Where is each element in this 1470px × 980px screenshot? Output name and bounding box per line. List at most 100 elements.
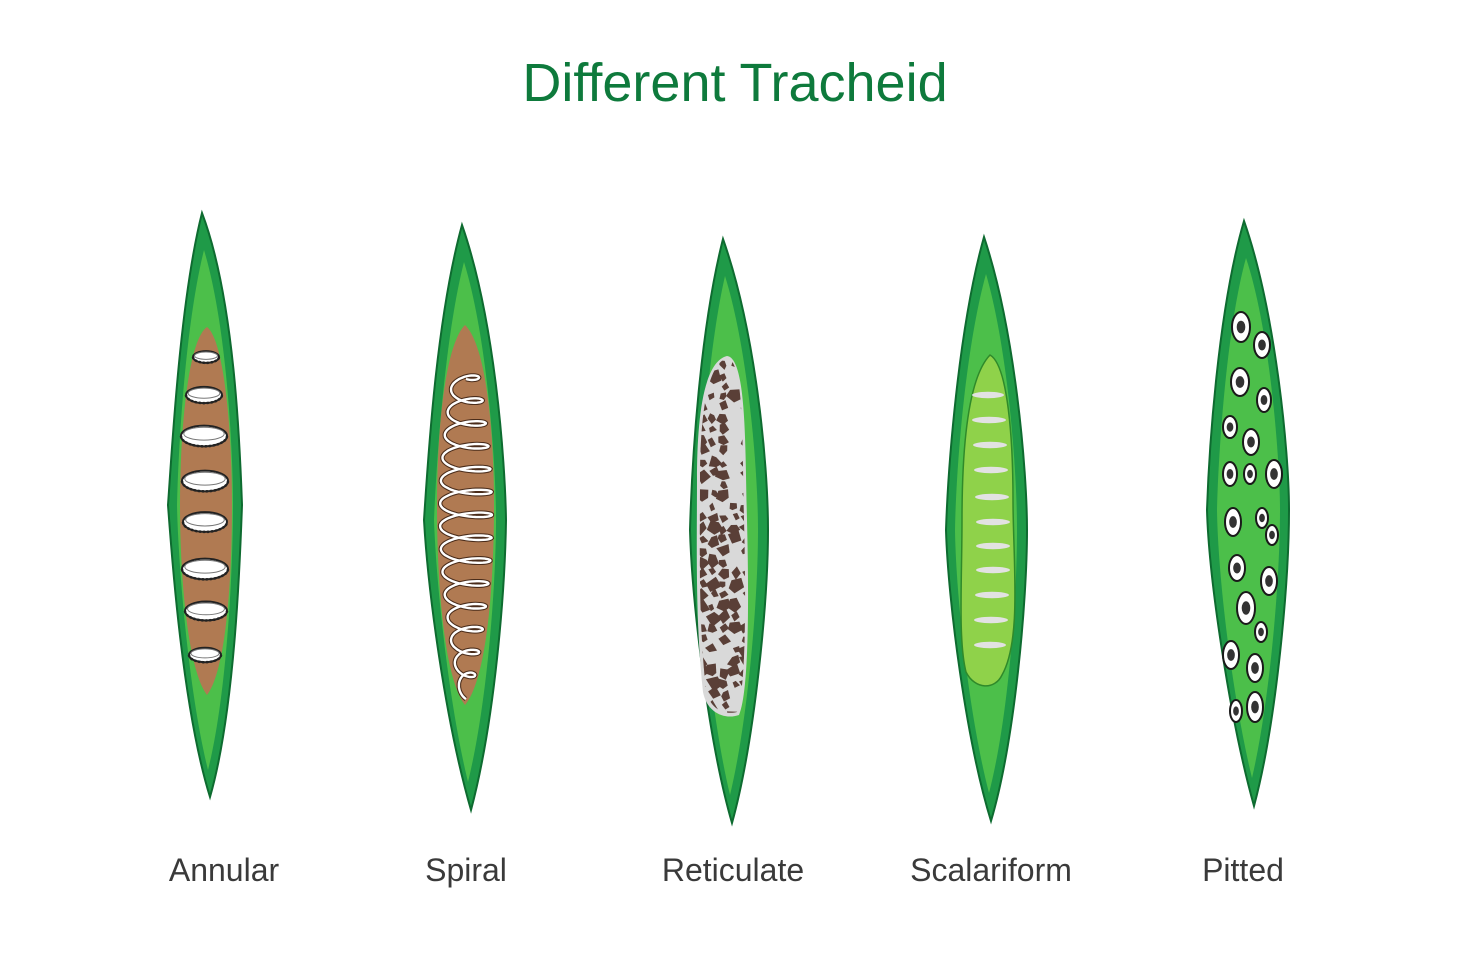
tracheid-pitted [1205, 217, 1291, 810]
bordered-pit [1246, 653, 1264, 683]
reticulate-cell [719, 360, 727, 370]
scalariform-bar [972, 416, 1006, 424]
reticulate-cell [716, 413, 728, 425]
scalariform-bar [974, 616, 1008, 624]
reticulate-cell [721, 690, 731, 702]
reticulate-cell [707, 512, 719, 524]
bordered-pit [1265, 459, 1283, 489]
scalariform-bar [975, 493, 1009, 501]
reticulate-cell [718, 435, 729, 446]
scalariform-bar [972, 391, 1004, 399]
reticulate-cell [699, 512, 707, 522]
reticulate-cell [726, 389, 744, 403]
reticulate-cell [715, 489, 729, 503]
bordered-pit [1231, 311, 1251, 343]
reticulate-cell [708, 455, 723, 468]
reticulate-cell [707, 413, 716, 424]
reticulate-cell [740, 513, 746, 523]
spiral-thickening [437, 373, 495, 701]
reticulate-cell [742, 569, 746, 576]
reticulate-cell [718, 608, 731, 624]
label-reticulate: Reticulate [661, 852, 805, 888]
reticulate-cell [706, 520, 724, 535]
reticulate-cell [699, 624, 707, 633]
reticulate-cell [719, 445, 728, 456]
reticulate-cell [741, 636, 746, 646]
reticulate-cell [719, 525, 727, 536]
reticulate-cell [719, 400, 729, 411]
tracheid-scalariform [944, 233, 1029, 825]
reticulate-cell [721, 701, 730, 710]
bordered-pit [1253, 331, 1271, 359]
reticulate-cell [719, 423, 730, 435]
reticulate-cell [727, 597, 742, 613]
scalariform-bar [976, 566, 1010, 574]
label-pitted: Pitted [1202, 852, 1284, 888]
label-scalariform: Scalariform [910, 852, 1072, 888]
scalariform-bar [976, 542, 1010, 550]
annular-rings [179, 350, 230, 664]
reticulate-cell [726, 524, 741, 534]
reticulate-cell [719, 392, 727, 400]
reticulate-cell [700, 709, 709, 713]
reticulate-cell [731, 611, 740, 622]
reticulate-cell [718, 634, 731, 646]
reticulate-cell [727, 530, 742, 544]
tracheid-annular [166, 209, 244, 801]
reticulate-cell [738, 669, 746, 679]
reticulate-cell [699, 700, 706, 711]
bordered-pit [1242, 428, 1260, 456]
reticulate-network [699, 358, 746, 713]
reticulate-cell [707, 392, 715, 401]
reticulate-cell [714, 470, 730, 481]
reticulate-cell [719, 623, 730, 633]
reticulate-cell [705, 576, 722, 592]
annular-ring [183, 600, 229, 622]
reticulate-cell [739, 622, 746, 634]
reticulate-cell [732, 512, 740, 521]
bordered-pit [1243, 463, 1257, 485]
reticulate-cell [718, 559, 727, 568]
bordered-pit [1255, 507, 1269, 529]
reticulate-cell [719, 590, 729, 599]
reticulate-cell [704, 663, 717, 677]
reticulate-cell [699, 556, 710, 571]
annular-ring [181, 511, 229, 534]
bordered-pit [1222, 461, 1238, 487]
reticulate-cell [716, 598, 731, 612]
bordered-pit [1254, 621, 1268, 643]
reticulate-cell [699, 489, 709, 502]
annular-ring [180, 469, 230, 493]
reticulate-cell [709, 425, 717, 433]
bordered-pit [1256, 387, 1272, 413]
annular-ring [191, 350, 221, 365]
reticulate-cell [699, 535, 709, 544]
reticulate-cell [707, 437, 716, 448]
reticulate-cell [720, 481, 728, 490]
reticulate-cell [738, 655, 746, 667]
scalariform-bar [973, 441, 1007, 449]
reticulate-cell [719, 515, 729, 523]
reticulate-cell [717, 678, 728, 689]
bordered-pit [1260, 566, 1278, 596]
bordered-pit [1222, 640, 1240, 670]
annular-ring [180, 557, 230, 581]
reticulate-cell [719, 461, 728, 468]
scalariform-bars [972, 391, 1010, 649]
reticulate-cell [699, 579, 709, 588]
bordered-pit [1230, 367, 1250, 397]
bordered-pit [1246, 691, 1264, 723]
reticulate-cell [721, 382, 730, 391]
scalariform-bar [976, 518, 1010, 526]
reticulate-cell [728, 621, 743, 634]
reticulate-cell [699, 469, 711, 485]
reticulate-cell [741, 537, 746, 546]
bordered-pit [1228, 554, 1246, 582]
reticulate-cell [705, 643, 717, 653]
reticulate-cell [699, 548, 708, 558]
reticulate-cell [732, 646, 741, 653]
reticulate-cell [731, 566, 741, 580]
scalariform-bar [974, 466, 1008, 474]
diagram-title: Different Tracheid [522, 53, 948, 113]
